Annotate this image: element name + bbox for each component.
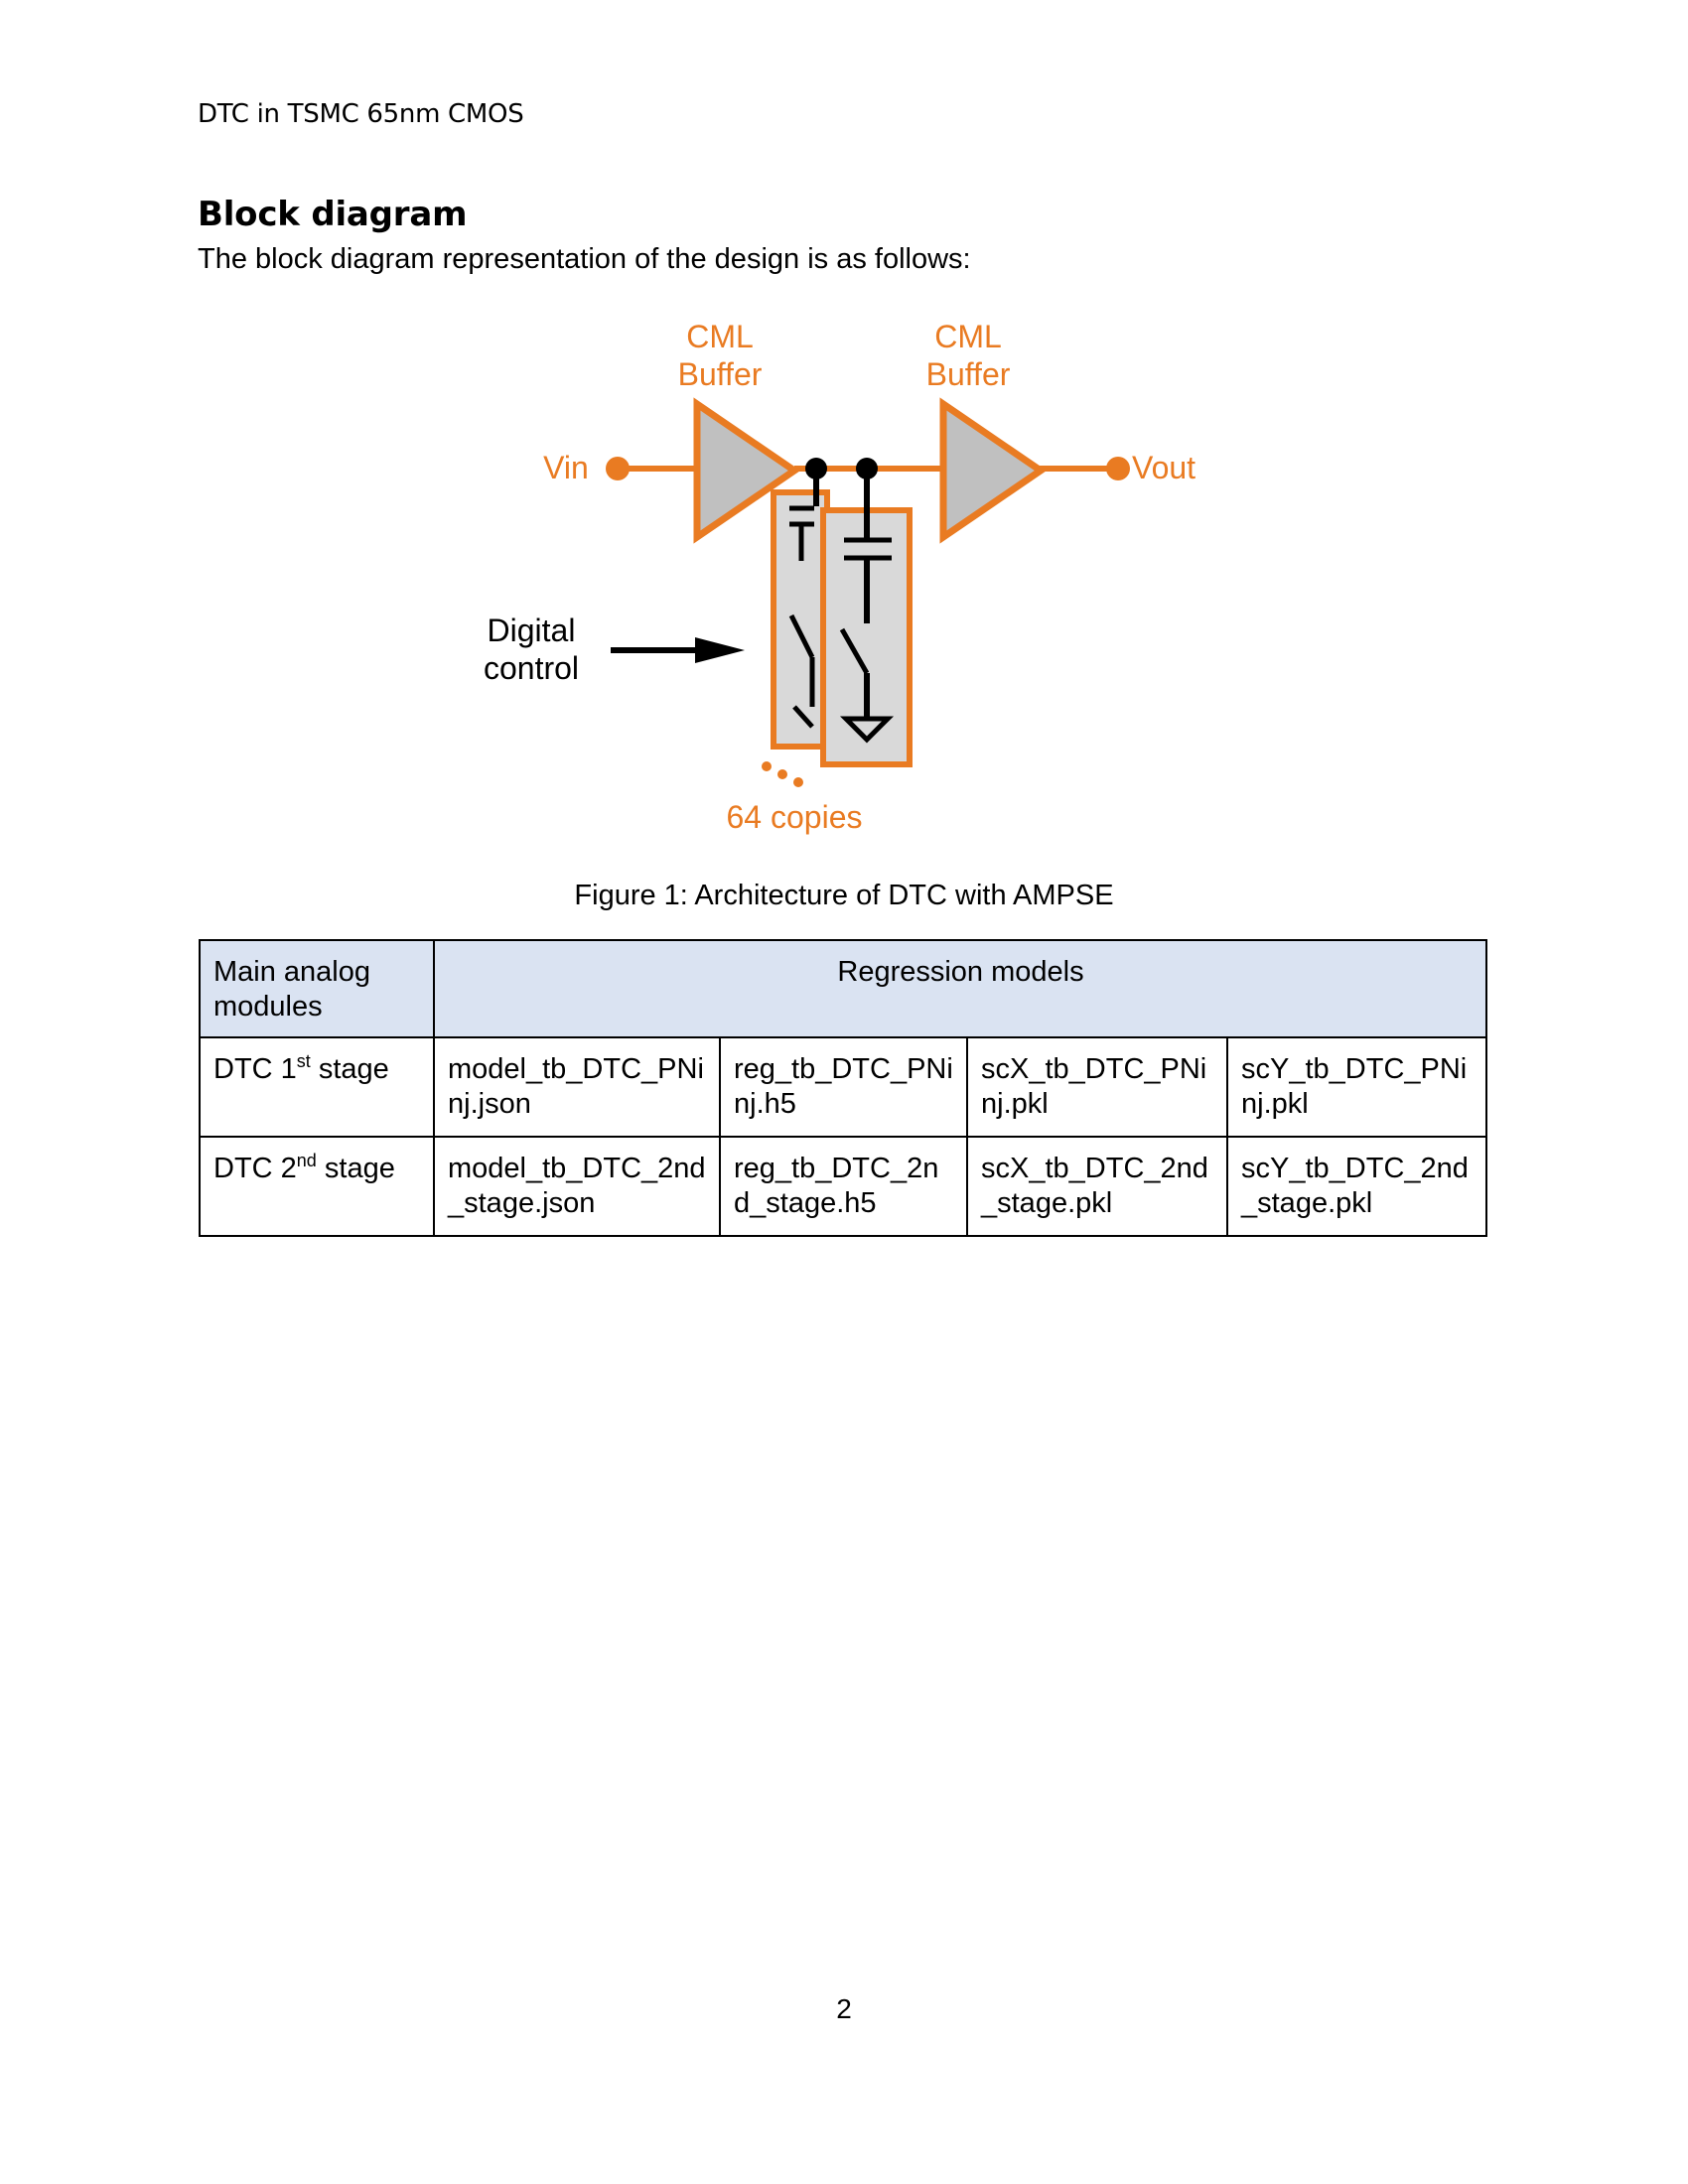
junction-dot-1 bbox=[805, 458, 827, 479]
copies-dot-1 bbox=[762, 761, 772, 771]
vout-label: Vout bbox=[1132, 450, 1196, 485]
block-diagram: CML Buffer CML Buffer Vin Vout Digital c… bbox=[0, 298, 1688, 854]
cml-buffer-2-icon bbox=[939, 397, 1048, 544]
block-diagram-drawing bbox=[606, 397, 1130, 787]
table-header-row: Main analog modules Regression models bbox=[199, 939, 1487, 1038]
input-terminal bbox=[606, 457, 630, 480]
scx-pkl-cell: scX_tb_DTC_2nd_stage.pkl bbox=[966, 1136, 1228, 1237]
header-main-analog-modules: Main analog modules bbox=[199, 939, 435, 1038]
module-cell: DTC 1st stage bbox=[199, 1036, 435, 1138]
copies-dot-3 bbox=[793, 777, 803, 787]
table-row: DTC 2nd stage model_tb_DTC_2nd_stage.jso… bbox=[199, 1136, 1487, 1237]
output-terminal bbox=[1106, 457, 1130, 480]
model-json-cell: model_tb_DTC_2nd_stage.json bbox=[433, 1136, 721, 1237]
model-json-cell: model_tb_DTC_PNinj.json bbox=[433, 1036, 721, 1138]
cap-switch-cell-front bbox=[820, 469, 913, 767]
section-heading: Block diagram bbox=[198, 195, 468, 234]
module-cell: DTC 2nd stage bbox=[199, 1136, 435, 1237]
table-row: DTC 1st stage model_tb_DTC_PNinj.json re… bbox=[199, 1036, 1487, 1138]
junction-dot-2 bbox=[856, 458, 878, 479]
page-number: 2 bbox=[836, 1993, 852, 2024]
copies-dot-2 bbox=[777, 769, 787, 779]
reg-h5-cell: reg_tb_DTC_PNinj.h5 bbox=[719, 1036, 968, 1138]
copies-label: 64 copies bbox=[726, 799, 863, 835]
buffer-2-label: CML Buffer bbox=[925, 319, 1011, 392]
regression-models-table: Main analog modules Regression models DT… bbox=[199, 939, 1487, 1237]
cap-switch-cell-back bbox=[771, 469, 830, 750]
figure-caption: Figure 1: Architecture of DTC with AMPSE bbox=[574, 880, 1114, 911]
digital-control-label: Digital control bbox=[483, 613, 580, 686]
reg-h5-cell: reg_tb_DTC_2nd_stage.h5 bbox=[719, 1136, 968, 1237]
header-regression-models: Regression models bbox=[433, 939, 1487, 1038]
buffer-1-label: CML Buffer bbox=[677, 319, 763, 392]
scx-pkl-cell: scX_tb_DTC_PNinj.pkl bbox=[966, 1036, 1228, 1138]
intro-paragraph: The block diagram representation of the … bbox=[198, 243, 971, 275]
control-arrow-head-icon bbox=[695, 637, 745, 663]
cml-buffer-1-icon bbox=[693, 397, 801, 544]
scy-pkl-cell: scY_tb_DTC_2nd_stage.pkl bbox=[1226, 1136, 1487, 1237]
vin-label: Vin bbox=[543, 450, 589, 485]
scy-pkl-cell: scY_tb_DTC_PNinj.pkl bbox=[1226, 1036, 1487, 1138]
running-header: DTC in TSMC 65nm CMOS bbox=[198, 99, 524, 129]
